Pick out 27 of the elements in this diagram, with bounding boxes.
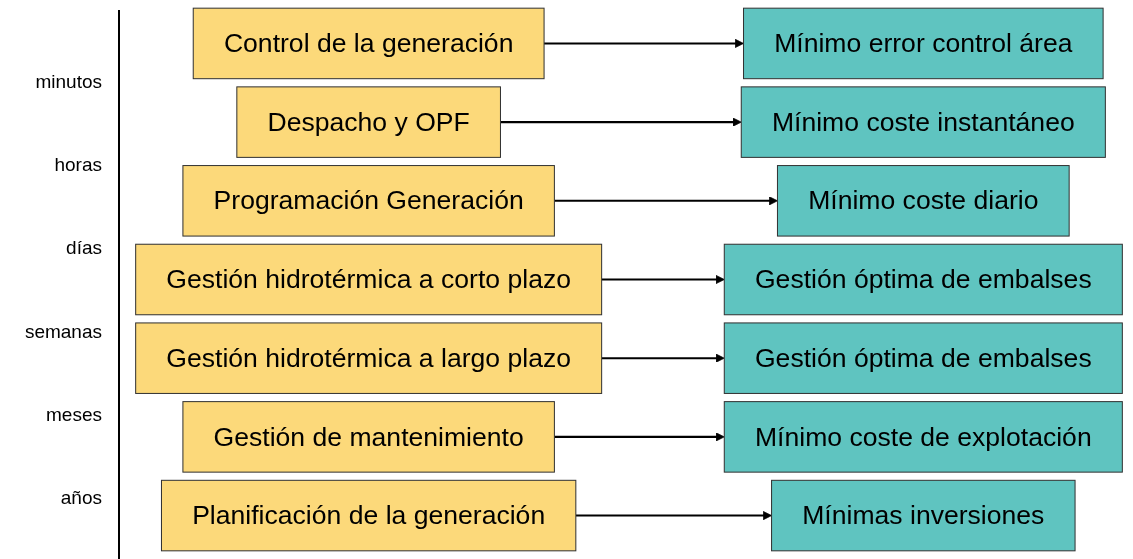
node-box: Despacho y OPF (236, 86, 501, 158)
arrow (601, 353, 725, 363)
time-label: meses (45, 403, 103, 426)
node-box: Mínimas inversiones (771, 479, 1076, 552)
node-box: Gestión hidrotérmica a largo plazo (135, 322, 603, 394)
time-label: horas (53, 154, 103, 176)
node-box: Mínimo coste instantáneo (740, 86, 1106, 158)
time-label: semanas (23, 320, 103, 343)
node-box: Mínimo coste de explotación (723, 401, 1123, 473)
arrow (554, 196, 778, 206)
node-box: Control de la generación (192, 7, 545, 80)
node-box: Gestión de mantenimiento (182, 401, 555, 473)
arrow (601, 275, 725, 284)
node-box: Gestión hidrotérmica a corto plazo (135, 243, 603, 316)
node-box: Gestión óptima de embalses (723, 243, 1123, 316)
time-label: días (65, 237, 103, 260)
arrow (554, 432, 725, 442)
node-box: Planificación de la generación (160, 479, 577, 552)
time-label: años (59, 487, 103, 510)
arrow (544, 38, 744, 48)
node-box: Mínimo error control área (743, 7, 1104, 80)
node-box: Programación Generación (182, 165, 555, 237)
arrow (575, 511, 772, 521)
arrow (500, 117, 742, 127)
node-box: Gestión óptima de embalses (723, 322, 1123, 394)
time-label: minutos (34, 70, 103, 93)
node-box: Mínimo coste diario (776, 165, 1070, 237)
